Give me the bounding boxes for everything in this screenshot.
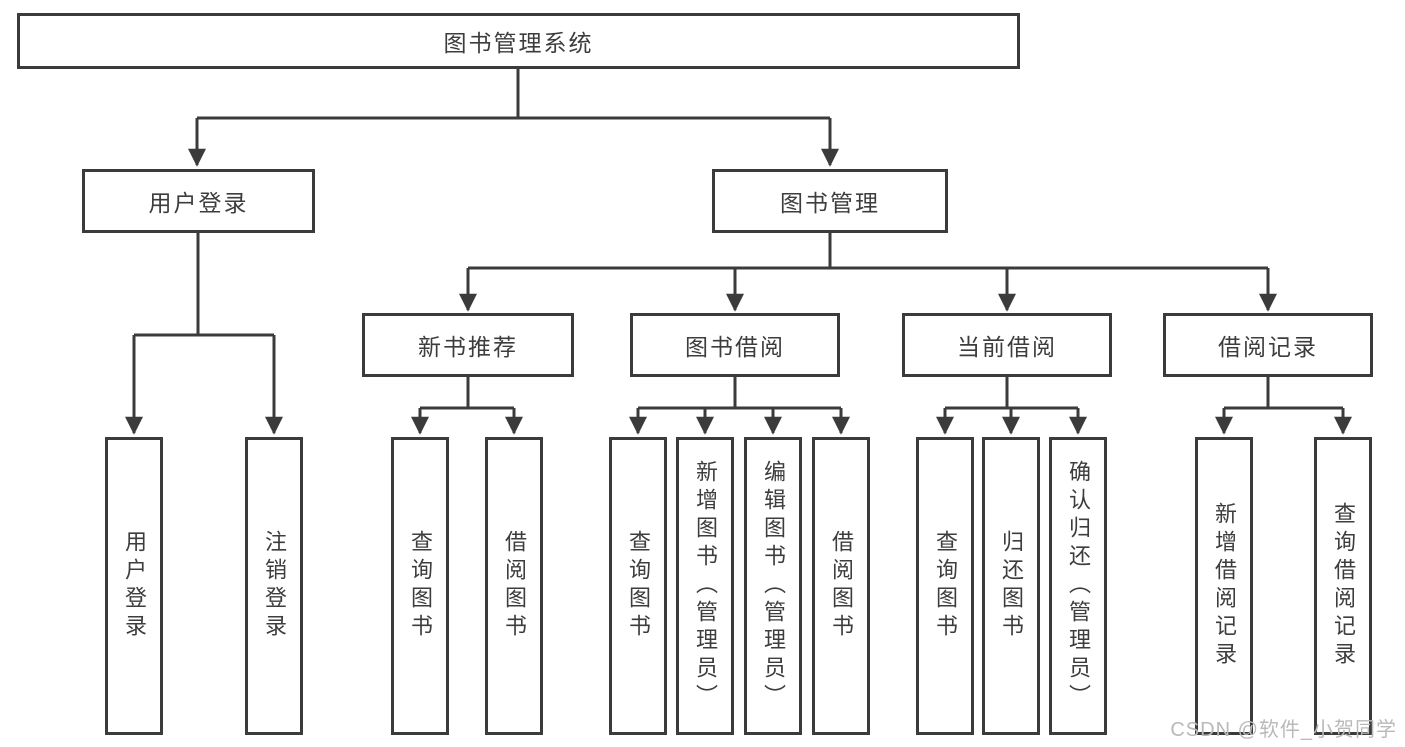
leaf-query-books-recommend-label: 查询图书	[408, 530, 433, 642]
csdn-watermark: CSDN @软件_小贺同学	[1170, 719, 1397, 741]
leaf-query-books-current-label: 查询图书	[933, 530, 958, 642]
leaf-add-books-admin: 新增图书（管理员）	[676, 437, 734, 735]
leaf-edit-books-admin-label: 编辑图书（管理员）	[761, 460, 786, 712]
leaf-user-login-label: 用户登录	[122, 530, 147, 642]
leaf-add-borrow-record-label: 新增借阅记录	[1212, 502, 1237, 670]
node-book-borrowing: 图书借阅	[630, 313, 840, 377]
node-borrowing-records-label: 借阅记录	[1218, 334, 1318, 360]
leaf-query-books-recommend: 查询图书	[391, 437, 449, 735]
leaf-borrow-books-recommend-label: 借阅图书	[502, 530, 527, 642]
node-user-login-label: 用户登录	[148, 190, 249, 216]
node-user-login: 用户登录	[82, 169, 315, 233]
leaf-add-books-admin-label: 新增图书（管理员）	[693, 460, 718, 712]
leaf-borrow-books: 借阅图书	[812, 437, 870, 735]
node-root-label: 图书管理系统	[443, 30, 594, 56]
leaf-user-login: 用户登录	[105, 437, 163, 735]
node-current-borrowing: 当前借阅	[902, 313, 1112, 377]
leaf-borrow-books-label: 借阅图书	[829, 530, 854, 642]
node-borrowing-records: 借阅记录	[1163, 313, 1373, 377]
leaf-return-books-label: 归还图书	[999, 530, 1024, 642]
connector-arrows	[125, 118, 1352, 435]
leaf-confirm-return-admin-label: 确认归还（管理员）	[1066, 460, 1091, 712]
node-book-borrowing-label: 图书借阅	[685, 334, 785, 360]
leaf-add-borrow-record: 新增借阅记录	[1195, 437, 1253, 735]
node-book-management-label: 图书管理	[780, 190, 880, 216]
leaf-borrow-books-recommend: 借阅图书	[485, 437, 543, 735]
leaf-query-borrow-record: 查询借阅记录	[1314, 437, 1372, 735]
leaf-logout: 注销登录	[245, 437, 303, 735]
node-new-book-recommend: 新书推荐	[362, 313, 574, 377]
node-new-book-recommend-label: 新书推荐	[418, 334, 518, 360]
leaf-query-books-current: 查询图书	[916, 437, 974, 735]
leaf-return-books: 归还图书	[982, 437, 1040, 735]
leaf-edit-books-admin: 编辑图书（管理员）	[744, 437, 802, 735]
leaf-query-books-borrowing-label: 查询图书	[626, 530, 651, 642]
node-current-borrowing-label: 当前借阅	[957, 334, 1057, 360]
node-root-library-system: 图书管理系统	[17, 13, 1020, 69]
leaf-logout-label: 注销登录	[262, 530, 287, 642]
leaf-query-borrow-record-label: 查询借阅记录	[1331, 502, 1356, 670]
leaf-confirm-return-admin: 确认归还（管理员）	[1049, 437, 1107, 735]
node-book-management: 图书管理	[712, 169, 948, 233]
leaf-query-books-borrowing: 查询图书	[609, 437, 667, 735]
